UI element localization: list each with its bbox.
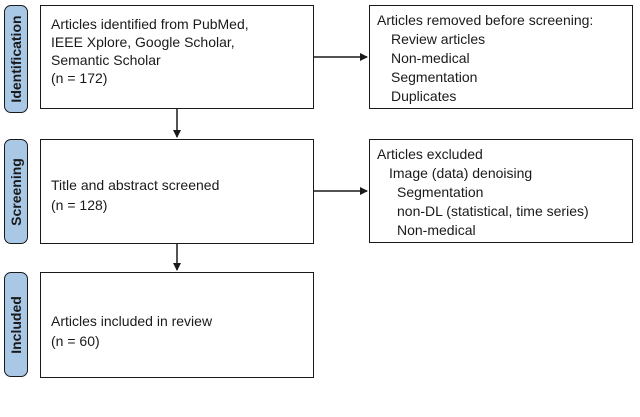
identified-line-2: IEEE Xplore, Google Scholar,: [51, 34, 235, 50]
included-label: Articles included in review: [51, 313, 213, 329]
identified-line-3: Semantic Scholar: [51, 52, 161, 68]
removed-item: Non-medical: [391, 50, 470, 66]
excluded-item: non-DL (statistical, time series): [397, 203, 589, 219]
stage-tab-identification: Identification: [4, 5, 28, 113]
included-box: Articles included in review (n = 60): [40, 272, 314, 378]
removed-title: Articles removed before screening:: [377, 12, 594, 28]
stage-tab-screening: Screening: [4, 139, 28, 244]
identified-count: (n = 172): [51, 70, 108, 86]
screened-label: Title and abstract screened: [51, 177, 220, 193]
identified-line-1: Articles identified from PubMed,: [51, 16, 249, 32]
included-count: (n = 60): [51, 333, 100, 349]
stage-tab-included: Included: [4, 272, 28, 377]
removed-item: Review articles: [391, 31, 486, 47]
excluded-item: Image (data) denoising: [389, 165, 533, 181]
excluded-item: Non-medical: [397, 222, 476, 238]
removed-item: Segmentation: [391, 69, 478, 85]
screened-box: Title and abstract screened (n = 128): [40, 139, 314, 244]
removed-item: Duplicates: [391, 88, 457, 104]
identified-box: Articles identified from PubMed, IEEE Xp…: [40, 5, 314, 109]
excluded-item: Segmentation: [397, 184, 484, 200]
excluded-box: Articles excluded Image (data) denoising…: [369, 139, 633, 243]
removed-box: Articles removed before screening: Revie…: [369, 5, 633, 109]
screened-count: (n = 128): [51, 197, 108, 213]
excluded-title: Articles excluded: [377, 146, 483, 162]
